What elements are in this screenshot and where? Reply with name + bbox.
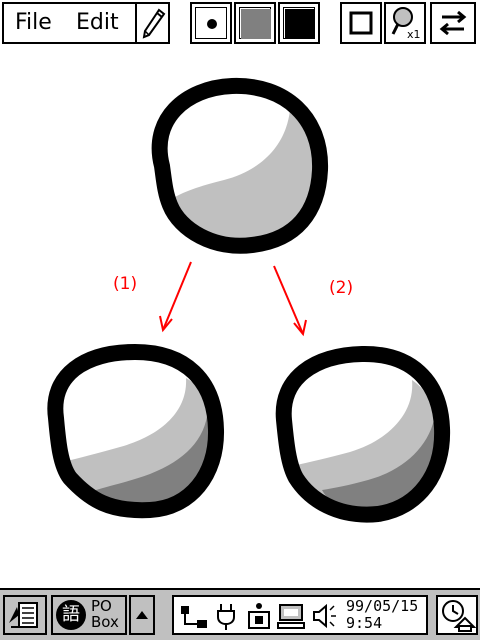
ball-result-2 xyxy=(275,345,451,523)
home-clock-icon xyxy=(442,600,477,632)
clock-time: 9:54 xyxy=(346,614,383,632)
black-color-swatch xyxy=(285,9,315,39)
arrow-left xyxy=(159,261,192,333)
pc-connection-icon xyxy=(248,603,270,629)
drawing-surface xyxy=(47,77,451,523)
black-color-button[interactable] xyxy=(278,2,320,44)
drawing-canvas[interactable]: (1) (2) xyxy=(0,46,480,588)
computer-icon xyxy=(277,604,305,629)
pencil-tool-button[interactable] xyxy=(135,4,170,42)
menu-bar: File Edit xyxy=(2,2,170,44)
clock-date: 99/05/15 xyxy=(346,597,419,615)
frame-tool-button[interactable] xyxy=(340,2,382,44)
scroll-up-button[interactable] xyxy=(129,595,155,635)
power-plug-icon xyxy=(217,604,235,630)
ime-label-line2: Box xyxy=(91,613,119,631)
file-menu[interactable]: File xyxy=(15,10,52,35)
cable-plug-icon xyxy=(181,606,207,628)
brush-size-button[interactable] xyxy=(190,2,232,44)
zoom-button[interactable]: x1 xyxy=(384,2,426,44)
app-menu-icon xyxy=(9,602,38,628)
zoom-icon: x1 xyxy=(391,7,421,41)
gray-color-button[interactable] xyxy=(234,2,276,44)
swap-arrows-icon xyxy=(439,10,467,36)
swap-button[interactable] xyxy=(430,2,476,44)
pencil-icon xyxy=(142,8,166,39)
ime-label-line1: PO xyxy=(91,597,112,615)
arrow-right xyxy=(273,265,307,337)
step-label-2: (2) xyxy=(329,278,354,298)
ball-1-light-shade xyxy=(62,378,216,507)
taskbar: 語 PO Box xyxy=(0,588,480,640)
ball-top-light-shade xyxy=(170,110,321,246)
ball-1-dark-shade xyxy=(96,410,217,511)
square-frame-icon xyxy=(349,11,373,35)
ime-pobox-button[interactable]: 語 PO Box xyxy=(51,595,127,635)
home-button[interactable] xyxy=(436,595,478,635)
ime-kanji-icon: 語 xyxy=(56,600,86,630)
speaker-icon xyxy=(313,603,336,629)
ball-top xyxy=(151,77,329,254)
start-button[interactable] xyxy=(3,595,47,635)
ball-result-1 xyxy=(47,343,225,519)
zoom-level-label: x1 xyxy=(407,28,421,41)
ball-2-light-shade xyxy=(292,380,441,510)
brush-dot-icon xyxy=(207,19,217,29)
triangle-up-icon xyxy=(136,611,148,619)
toolbar: File Edit xyxy=(0,0,480,46)
ball-2-outline xyxy=(275,345,451,523)
ball-2-dark-shade xyxy=(322,415,443,515)
ball-top-outline xyxy=(151,77,329,254)
gray-color-swatch xyxy=(241,9,271,39)
step-label-1: (1) xyxy=(113,274,138,294)
ball-1-outline xyxy=(47,343,225,519)
edit-menu[interactable]: Edit xyxy=(76,10,119,35)
system-tray: 99/05/15 9:54 xyxy=(172,595,428,635)
